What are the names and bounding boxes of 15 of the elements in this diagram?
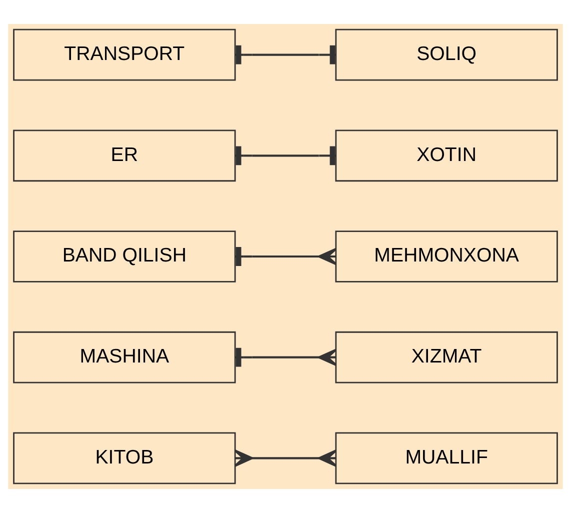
node-box: XIZMAT <box>335 330 558 383</box>
connector <box>235 347 337 366</box>
connector <box>235 146 336 165</box>
node-box: KITOB <box>13 432 236 484</box>
connector <box>235 44 336 64</box>
node-box: BAND QILISH <box>13 230 236 282</box>
connector <box>235 246 337 266</box>
node-box: MUALLIF <box>335 432 558 484</box>
node-box: XOTIN <box>335 129 558 182</box>
connector <box>234 449 337 466</box>
node-box: MASHINA <box>13 330 236 383</box>
node-box: SOLIQ <box>335 28 558 80</box>
node-box: ER <box>13 129 236 182</box>
node-box: MEHMONXONA <box>335 230 558 282</box>
node-box: TRANSPORT <box>13 28 236 80</box>
